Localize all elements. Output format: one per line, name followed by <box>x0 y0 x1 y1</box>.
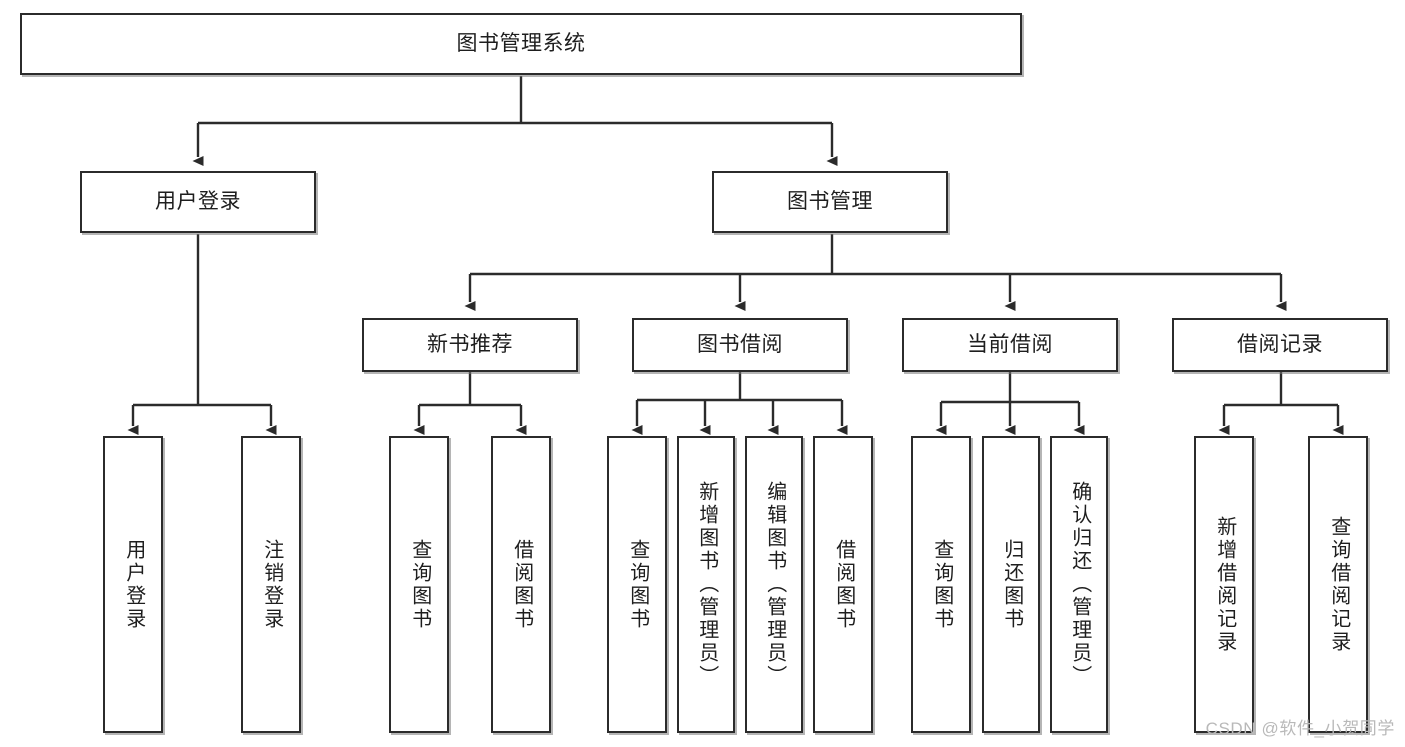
leaf-add-book-label: 新增图书（管理员） <box>695 481 718 688</box>
leaf-borrow-book-1-label: 借阅图书 <box>510 538 533 631</box>
leaf-return-book[interactable]: 归还图书 <box>982 436 1040 733</box>
node-root-label: 图书管理系统 <box>456 31 586 55</box>
leaf-logout-login[interactable]: 注销登录 <box>241 436 301 733</box>
node-book-borrow-label: 图书借阅 <box>697 332 783 356</box>
leaf-borrow-book-2[interactable]: 借阅图书 <box>813 436 873 733</box>
leaf-user-login[interactable]: 用户登录 <box>103 436 163 733</box>
leaf-query-book-1[interactable]: 查询图书 <box>389 436 449 733</box>
node-current-borrow[interactable]: 当前借阅 <box>902 318 1118 372</box>
leaf-return-book-label: 归还图书 <box>1000 538 1023 631</box>
leaf-edit-book[interactable]: 编辑图书（管理员） <box>745 436 803 733</box>
leaf-add-record[interactable]: 新增借阅记录 <box>1194 436 1254 733</box>
leaf-add-book[interactable]: 新增图书（管理员） <box>677 436 735 733</box>
leaf-borrow-book-1[interactable]: 借阅图书 <box>491 436 551 733</box>
leaf-query-book-1-label: 查询图书 <box>408 538 431 631</box>
leaf-add-record-label: 新增借阅记录 <box>1213 515 1236 654</box>
leaf-edit-book-label: 编辑图书（管理员） <box>763 481 786 688</box>
node-book-manage[interactable]: 图书管理 <box>712 171 948 233</box>
node-current-borrow-label: 当前借阅 <box>967 332 1053 356</box>
node-borrow-record-label: 借阅记录 <box>1237 332 1323 356</box>
node-root[interactable]: 图书管理系统 <box>20 13 1022 75</box>
leaf-borrow-book-2-label: 借阅图书 <box>832 538 855 631</box>
leaf-confirm-return-label: 确认归还（管理员） <box>1068 481 1091 688</box>
node-new-book-recommend[interactable]: 新书推荐 <box>362 318 578 372</box>
node-book-manage-label: 图书管理 <box>787 189 873 213</box>
leaf-user-login-label: 用户登录 <box>122 538 145 631</box>
node-book-borrow[interactable]: 图书借阅 <box>632 318 848 372</box>
leaf-query-book-3[interactable]: 查询图书 <box>911 436 971 733</box>
leaf-query-record-label: 查询借阅记录 <box>1327 515 1350 654</box>
leaf-confirm-return[interactable]: 确认归还（管理员） <box>1050 436 1108 733</box>
node-borrow-record[interactable]: 借阅记录 <box>1172 318 1388 372</box>
leaf-logout-login-label: 注销登录 <box>260 538 283 631</box>
leaf-query-record[interactable]: 查询借阅记录 <box>1308 436 1368 733</box>
leaf-query-book-2-label: 查询图书 <box>626 538 649 631</box>
node-user-login[interactable]: 用户登录 <box>80 171 316 233</box>
leaf-query-book-3-label: 查询图书 <box>930 538 953 631</box>
node-user-login-label: 用户登录 <box>155 189 241 213</box>
csdn-watermark: CSDN @软件_小贺同学 <box>1205 719 1395 738</box>
node-new-book-recommend-label: 新书推荐 <box>427 332 513 356</box>
leaf-query-book-2[interactable]: 查询图书 <box>607 436 667 733</box>
